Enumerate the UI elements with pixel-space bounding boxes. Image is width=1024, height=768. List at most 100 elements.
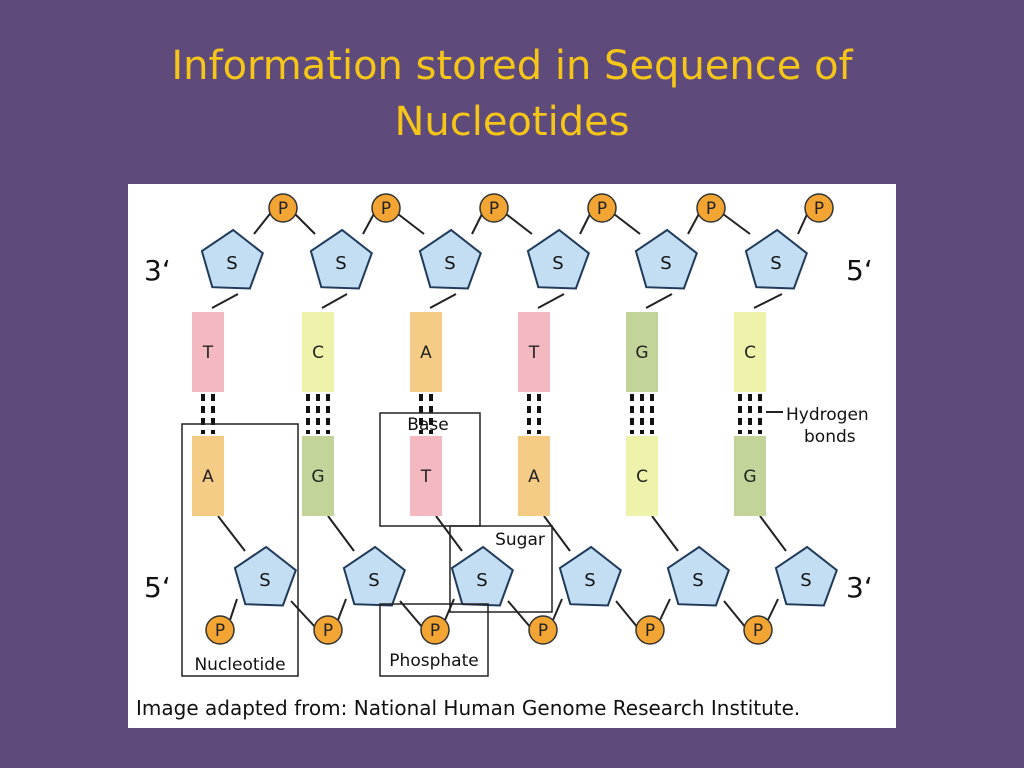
bottom-phosphodiester-bond [615, 600, 639, 629]
top-sugar-base-bond [753, 293, 783, 309]
top-base [192, 312, 224, 392]
bottom-sugar-label: S [800, 570, 811, 591]
top-sugar [634, 228, 698, 290]
bottom-base-sugar-bond [651, 515, 679, 552]
bottom-phosphate-label: P [645, 621, 655, 641]
bottom-sugar [774, 545, 838, 607]
top-phosphate [479, 193, 509, 223]
bottom-phosphate [635, 615, 665, 645]
bottom-sugar-phosphate-bond [229, 598, 238, 621]
bottom-base [410, 436, 442, 516]
bottom-base-label: A [202, 467, 214, 487]
bottom-sugar-label: S [259, 570, 270, 591]
bottom-base-sugar-bond [435, 515, 463, 552]
bottom-base-label: G [311, 467, 324, 487]
bottom-phosphate-label: P [215, 621, 225, 641]
top-base [626, 312, 658, 392]
bottom-phosphate [528, 615, 558, 645]
bottom-sugar-phosphate-bond [552, 598, 563, 621]
bottom-sugar-phosphate-bond [659, 598, 671, 621]
top-phosphate-label: P [381, 199, 391, 219]
bottom-base-label: G [743, 467, 756, 487]
bottom-sugar-phosphate-bond [337, 598, 347, 621]
bottom-base [734, 436, 766, 516]
bottom-phosphate-label: P [430, 621, 440, 641]
top-sugar-base-bond [321, 293, 348, 309]
top-phosphate-label: P [489, 199, 499, 219]
top-sugar-label: S [770, 253, 781, 274]
top-sugar-base-bond [537, 293, 565, 309]
top-sugar-base-bond [645, 293, 673, 309]
phosphate-box [379, 603, 489, 677]
top-phosphate-label: P [278, 199, 288, 219]
top-sugar-label: S [226, 253, 237, 274]
top-phosphate [804, 193, 834, 223]
hydrogen-bonds-label-line-1: Hydrogen [786, 405, 869, 425]
top-sugar [200, 228, 264, 290]
top-base [734, 312, 766, 392]
bottom-base-sugar-bond [543, 515, 571, 552]
top-base [410, 312, 442, 392]
top-sugar [526, 228, 590, 290]
bottom-sugar-label: S [584, 570, 595, 591]
top-sugar-label: S [444, 253, 455, 274]
bottom-sugar-label: S [692, 570, 703, 591]
bottom-sugar [666, 545, 730, 607]
bottom-base [518, 436, 550, 516]
bottom-phosphate-label: P [538, 621, 548, 641]
strand-end-top-right: 5‘ [846, 254, 873, 287]
bottom-sugar [450, 545, 514, 607]
image-credit-caption: Image adapted from: National Human Genom… [136, 696, 801, 720]
bottom-base-label: C [636, 467, 648, 487]
top-base [302, 312, 334, 392]
top-phosphodiester-bond [505, 213, 533, 235]
top-phosphate-label: P [597, 199, 607, 219]
bottom-phosphodiester-bond [399, 600, 424, 629]
strand-end-bottom-left: 5‘ [144, 571, 171, 604]
bottom-phosphate-label: P [323, 621, 333, 641]
bottom-sugar [233, 545, 297, 607]
phosphate-annotation-label: Phosphate [389, 651, 478, 671]
bottom-sugar-label: S [476, 570, 487, 591]
bottom-base-sugar-bond [327, 515, 355, 552]
bottom-sugar [558, 545, 622, 607]
strand-end-bottom-right: 3‘ [846, 571, 873, 604]
top-phosphodiester-bond [294, 213, 316, 235]
bottom-base [192, 436, 224, 516]
bottom-base-sugar-bond [217, 515, 246, 552]
bottom-phosphate [313, 615, 343, 645]
base-annotation-label: Base [407, 415, 448, 435]
top-phosphate-label: P [814, 199, 824, 219]
top-sugar-label: S [660, 253, 671, 274]
top-phosphodiester-bond [397, 213, 425, 235]
top-phosphate [268, 193, 298, 223]
bottom-sugar-label: S [368, 570, 379, 591]
top-phosphate [371, 193, 401, 223]
bottom-base-sugar-bond [759, 515, 787, 552]
top-phosphodiester-bond [722, 213, 751, 235]
top-sugar [418, 228, 482, 290]
top-sugar-base-bond [429, 293, 457, 309]
top-base-label: A [420, 343, 432, 363]
top-phosphate [587, 193, 617, 223]
bottom-phosphate [205, 615, 235, 645]
bottom-phosphodiester-bond [290, 600, 317, 629]
base-box [379, 412, 481, 527]
bottom-phosphodiester-bond [507, 600, 532, 629]
top-base-label: T [202, 343, 214, 363]
bottom-phosphodiester-bond [723, 600, 747, 629]
bottom-phosphate [743, 615, 773, 645]
top-sugar-label: S [335, 253, 346, 274]
top-base [518, 312, 550, 392]
bottom-base-label: A [528, 467, 540, 487]
title-line-1: Information stored in Sequence of [171, 43, 853, 89]
top-base-label: T [528, 343, 540, 363]
bottom-base [626, 436, 658, 516]
top-sugar [744, 228, 808, 290]
sugar-annotation-label: Sugar [495, 530, 545, 550]
slide-title: Information stored in Sequence of Nucleo… [0, 38, 1024, 150]
bottom-sugar [342, 545, 406, 607]
top-base-label: C [744, 343, 756, 363]
bottom-base-label: T [420, 467, 432, 487]
top-base-label: C [312, 343, 324, 363]
